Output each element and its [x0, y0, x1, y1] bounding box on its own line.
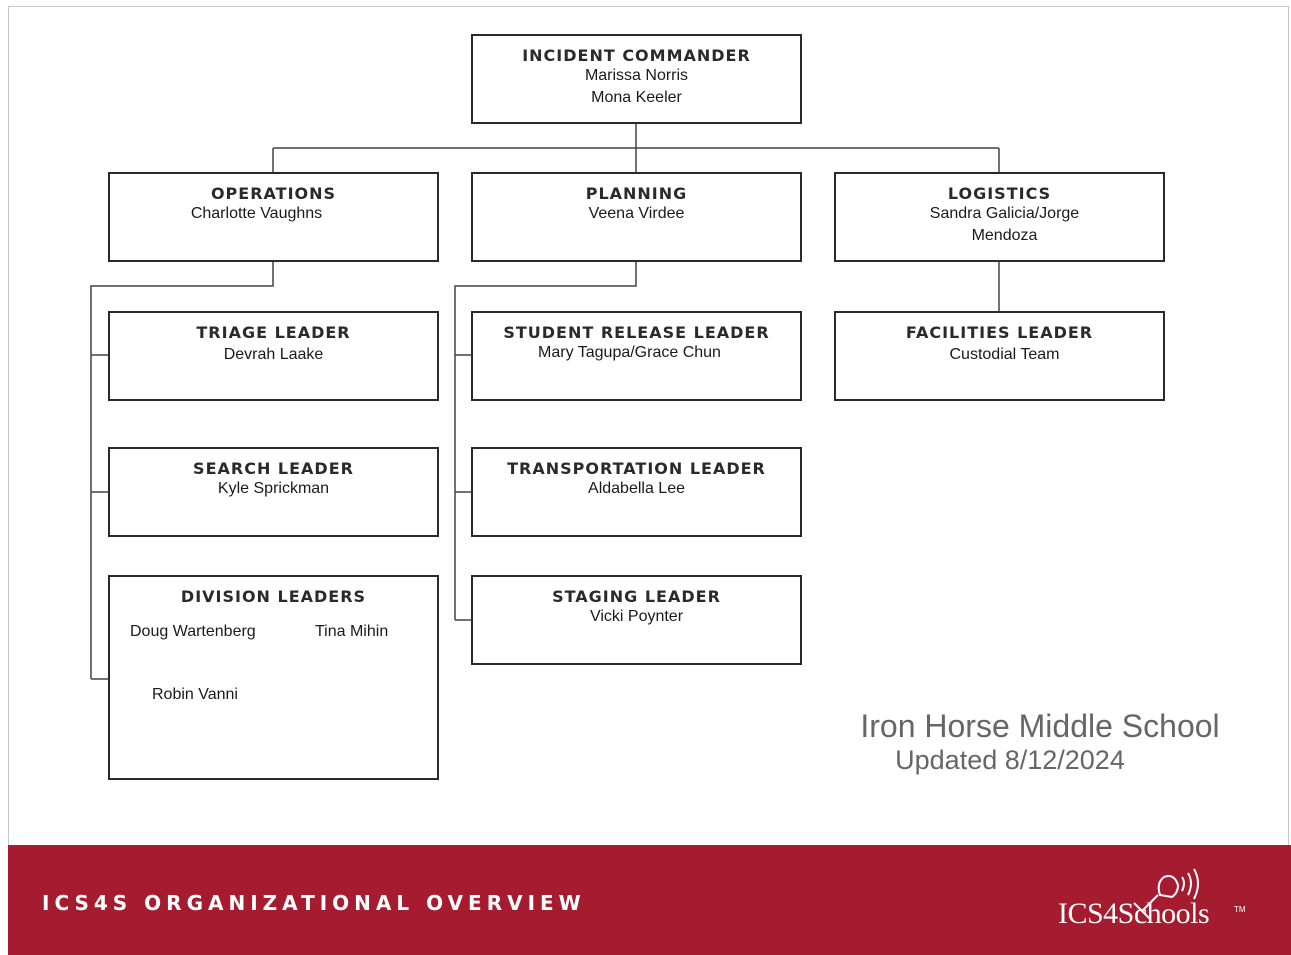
- connector-planning: [454, 262, 637, 621]
- incident-commander-name-2: Mona Keeler: [591, 89, 682, 106]
- search-leader-box: SEARCH LEADER Kyle Sprickman: [108, 447, 439, 537]
- logo-text: ICS4Schools: [1058, 897, 1210, 930]
- planning-name: Veena Virdee: [588, 205, 685, 222]
- operations-box: OPERATIONS Charlotte Vaughns: [108, 172, 439, 262]
- facilities-leader-name: Custodial Team: [949, 346, 1060, 363]
- planning-role: PLANNING: [585, 184, 688, 203]
- staging-leader-role: STAGING LEADER: [552, 587, 721, 606]
- incident-commander-name-1: Marissa Norris: [584, 67, 689, 84]
- staging-leader-box: STAGING LEADER Vicki Poynter: [471, 575, 802, 665]
- division-leader-name-1: Doug Wartenberg: [130, 623, 256, 640]
- logo-trademark: TM: [1234, 905, 1246, 914]
- facilities-leader-box: FACILITIES LEADER Custodial Team: [834, 311, 1165, 401]
- student-release-leader-role: STUDENT RELEASE LEADER: [503, 323, 770, 342]
- division-leader-name-3: Robin Vanni: [152, 686, 238, 703]
- triage-leader-name: Devrah Laake: [223, 346, 324, 363]
- connector-operations: [90, 262, 274, 680]
- incident-commander-role: INCIDENT COMMANDER: [522, 46, 751, 65]
- logistics-role: LOGISTICS: [947, 184, 1052, 203]
- ics4schools-logo: ICS4Schools TM: [1058, 863, 1248, 943]
- division-leaders-box: DIVISION LEADERS Doug Wartenberg Tina Mi…: [108, 575, 439, 780]
- logistics-name-1: Sandra Galicia/Jorge: [929, 205, 1080, 222]
- transportation-leader-box: TRANSPORTATION LEADER Aldabella Lee: [471, 447, 802, 537]
- logistics-box: LOGISTICS Sandra Galicia/Jorge Mendoza: [834, 172, 1165, 262]
- operations-role: OPERATIONS: [210, 184, 337, 203]
- incident-commander-box: INCIDENT COMMANDER Marissa Norris Mona K…: [471, 34, 802, 124]
- search-leader-role: SEARCH LEADER: [193, 459, 354, 478]
- planning-box: PLANNING Veena Virdee: [471, 172, 802, 262]
- triage-leader-role: TRIAGE LEADER: [196, 323, 351, 342]
- transportation-leader-role: TRANSPORTATION LEADER: [507, 459, 766, 478]
- student-release-leader-name: Mary Tagupa/Grace Chun: [538, 344, 721, 361]
- division-leaders-role: DIVISION LEADERS: [180, 587, 367, 606]
- connector-commander: [272, 124, 1000, 172]
- division-leader-name-2: Tina Mihin: [315, 623, 389, 640]
- logistics-name-2: Mendoza: [971, 227, 1038, 244]
- footer-bar: ICS4S ORGANIZATIONAL OVERVIEW ICS4School…: [8, 845, 1291, 955]
- footer-title: ICS4S ORGANIZATIONAL OVERVIEW: [42, 891, 586, 915]
- search-leader-name: Kyle Sprickman: [217, 480, 330, 497]
- school-name: Iron Horse Middle School: [860, 708, 1220, 744]
- transportation-leader-name: Aldabella Lee: [588, 480, 685, 497]
- bell-hammer-icon: [1133, 868, 1199, 920]
- student-release-leader-box: STUDENT RELEASE LEADER Mary Tagupa/Grace…: [471, 311, 802, 401]
- facilities-leader-role: FACILITIES LEADER: [905, 323, 1094, 342]
- staging-leader-name: Vicki Poynter: [589, 608, 684, 625]
- triage-leader-box: TRIAGE LEADER Devrah Laake: [108, 311, 439, 401]
- operations-name: Charlotte Vaughns: [190, 205, 323, 222]
- updated-date: Updated 8/12/2024: [895, 745, 1125, 775]
